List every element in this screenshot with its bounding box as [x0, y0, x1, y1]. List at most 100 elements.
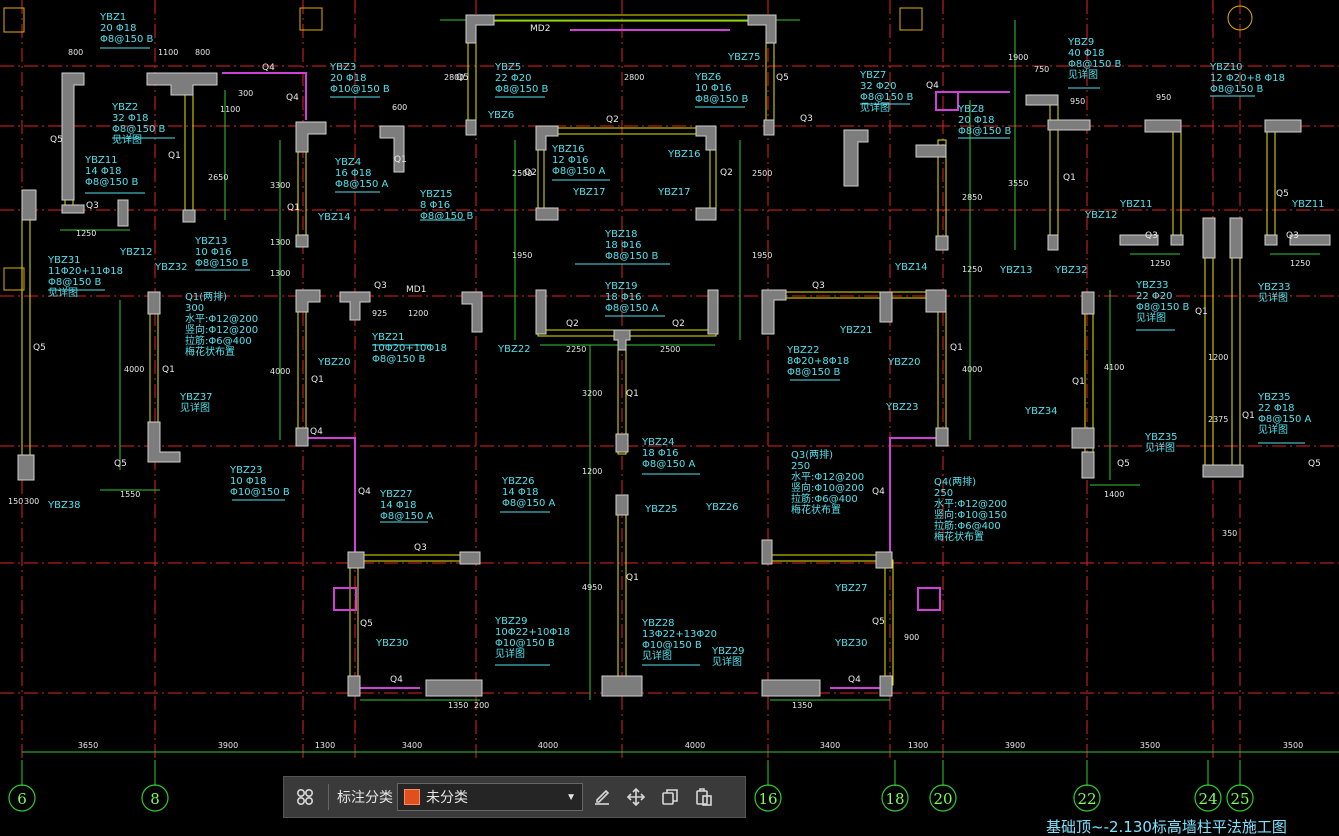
column-label-line: 300	[185, 303, 204, 314]
column-label-line: YBZ38	[47, 500, 81, 511]
wall-tag: Q3	[86, 201, 99, 211]
column-label-line: Φ8@150 A	[1258, 414, 1311, 425]
move-icon[interactable]	[621, 782, 651, 812]
column-label-ybz11b: YBZ11	[1119, 199, 1153, 210]
axis-label: 24	[1198, 790, 1217, 808]
column-label-line: YBZ33	[1257, 282, 1291, 293]
dim-text: 1300	[315, 741, 335, 750]
wall-tag: Q1	[626, 389, 639, 399]
wall-tag: Q4	[926, 81, 939, 91]
dim-text: 1250	[76, 229, 96, 238]
column-label-line: YBZ26	[501, 476, 535, 487]
column-label-line: Q4(两排)	[934, 475, 976, 488]
dim-text: 300	[24, 497, 39, 506]
column-label-line: Φ8@150 B	[605, 251, 658, 262]
column-label-line: YBZ14	[894, 262, 928, 273]
copy-icon[interactable]	[655, 782, 685, 812]
column-label-line: 18 Φ16	[642, 448, 679, 459]
wall-tag: Q1	[1063, 173, 1076, 183]
dim-text: 350	[1222, 529, 1237, 538]
column-label-line: 梅花状布置	[791, 503, 841, 516]
column-label-line: YBZ12	[1084, 210, 1118, 221]
column-label-line: 见详图	[180, 401, 210, 414]
column-label-line: YBZ29	[494, 616, 528, 627]
wall-tag: Q4	[390, 675, 403, 685]
dim-text: 800	[195, 48, 210, 57]
wall-tag: Q5	[50, 135, 63, 145]
column-label-line: YBZ32	[154, 262, 188, 273]
column-label-line: YBZ25	[644, 504, 678, 515]
column-label-ybz30a: YBZ30	[375, 638, 409, 649]
wall-tag: Q3	[1145, 231, 1158, 241]
column-label-line: YBZ17	[657, 187, 691, 198]
column-label-line: YBZ6	[694, 72, 721, 83]
wall-tag: Q5	[360, 619, 373, 629]
dim-text: 4000	[962, 365, 982, 374]
column-label-ybz6a: YBZ6	[487, 110, 514, 121]
column-label-line: YBZ31	[47, 255, 81, 266]
column-label-line: YBZ21	[839, 325, 873, 336]
column-label-line: YBZ16	[551, 144, 585, 155]
hatched-walls	[222, 29, 1010, 689]
column-label-line: YBZ1	[99, 12, 126, 23]
column-label-line: 16 Φ18	[335, 168, 372, 179]
axis-label: 8	[150, 790, 160, 808]
column-label-ybz25: YBZ25	[644, 504, 678, 515]
edit-icon[interactable]	[587, 782, 617, 812]
dim-text: 1350	[448, 701, 468, 710]
dim-text: 1300	[270, 269, 290, 278]
wall-tag: Q2	[720, 168, 733, 178]
column-label-line: YBZ11	[1291, 199, 1325, 210]
column-label-ybz21b: YBZ21	[839, 325, 873, 336]
dim-text: 900	[904, 633, 919, 642]
column-label-line: 22 Φ20	[495, 73, 532, 84]
dim-text: 3500	[1140, 741, 1160, 750]
column-label-line: YBZ20	[317, 357, 351, 368]
dim-text: 1200	[1208, 353, 1228, 362]
wall-tag: Q1	[950, 343, 963, 353]
column-label-line: YBZ11	[1119, 199, 1153, 210]
dim-text: 1550	[120, 490, 140, 499]
column-label-line: 18 Φ16	[605, 240, 642, 251]
drawing-title: 基础顶~-2.130标高墙柱平法施工图	[1046, 818, 1287, 836]
column-label-line: YBZ27	[379, 489, 413, 500]
category-value: 未分类	[426, 789, 468, 805]
column-label-line: YBZ8	[957, 104, 984, 115]
dimension-lines	[21, 19, 1339, 786]
grid-icon[interactable]	[290, 782, 320, 812]
axis-labels: 6 8 16 18 20 22 24 25	[17, 790, 1249, 808]
wall-tag: Q4	[848, 675, 861, 685]
column-label-line: 见详图	[642, 649, 672, 662]
column-label-line: 见详图	[1068, 68, 1098, 81]
column-label-line: Φ10@150 B	[230, 487, 290, 498]
dim-text: 4100	[1104, 363, 1124, 372]
category-select[interactable]: 未分类 ▼	[397, 783, 583, 811]
paste-icon[interactable]	[689, 782, 719, 812]
column-label-line: YBZ30	[375, 638, 409, 649]
column-label-line: 250	[934, 488, 953, 499]
column-label-line: 10 Φ18	[230, 476, 267, 487]
column-label-line: 18 Φ16	[605, 292, 642, 303]
column-label-line: YBZ35	[1257, 392, 1291, 403]
column-label-ybz38: YBZ38	[47, 500, 81, 511]
dim-text: 3900	[1005, 741, 1025, 750]
column-label-line: 40 Φ18	[1068, 48, 1105, 59]
dim-text: 2500	[660, 345, 680, 354]
column-label-line: YBZ29	[711, 646, 745, 657]
column-label-line: Φ8@150 A	[605, 303, 658, 314]
column-label-line: YBZ23	[885, 402, 919, 413]
column-label-line: YBZ18	[604, 229, 638, 240]
